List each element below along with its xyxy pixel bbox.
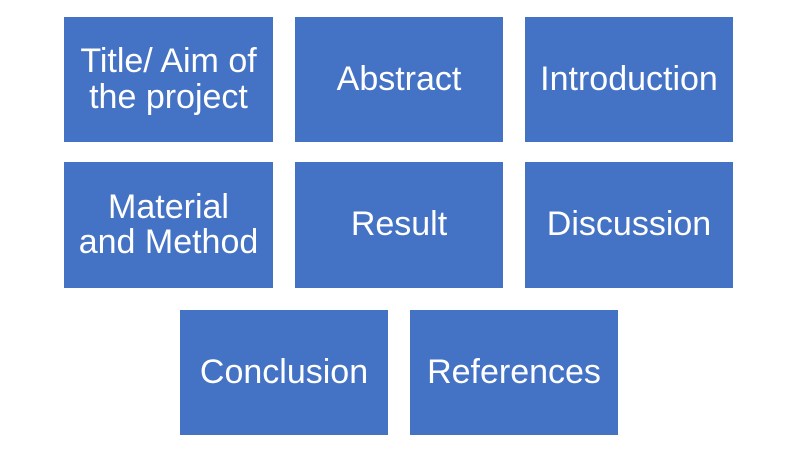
diagram-box-conclusion: Conclusion <box>180 310 388 435</box>
diagram-box-introduction: Introduction <box>525 17 733 142</box>
diagram-box-references: References <box>410 310 618 435</box>
diagram-box-discussion: Discussion <box>525 162 733 288</box>
diagram-box-abstract: Abstract <box>295 17 503 142</box>
diagram-box-material-method: Material and Method <box>64 162 273 288</box>
diagram-box-title-aim: Title/ Aim of the project <box>64 17 273 142</box>
diagram-box-result: Result <box>295 162 503 288</box>
